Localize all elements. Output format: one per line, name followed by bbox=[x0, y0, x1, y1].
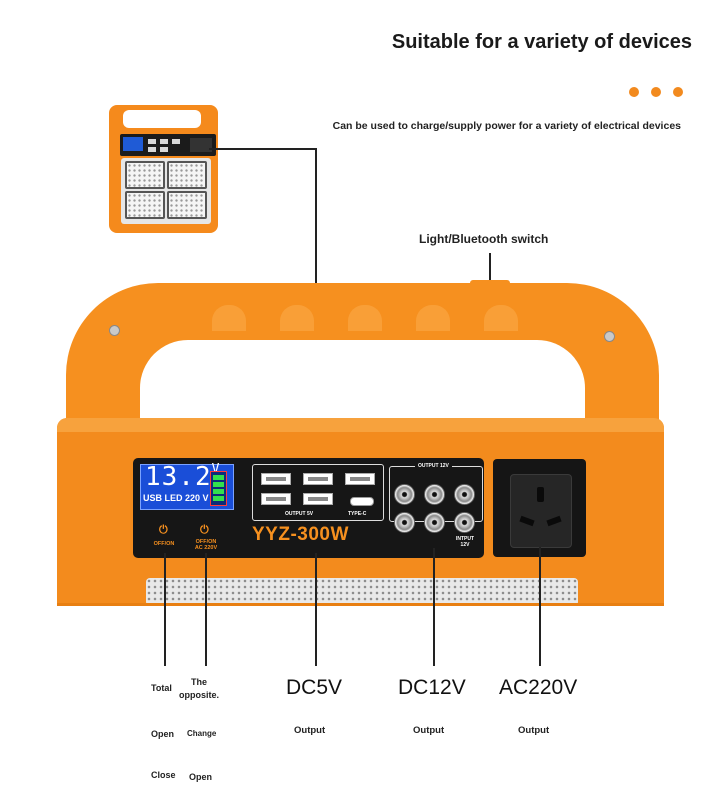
page-subtitle: Can be used to charge/supply power for a… bbox=[332, 120, 681, 132]
label-open: Open bbox=[189, 772, 213, 782]
dc-port[interactable] bbox=[454, 484, 475, 505]
light-bluetooth-switch[interactable] bbox=[470, 280, 510, 290]
ac-power-icon[interactable]: ⏻ bbox=[200, 524, 209, 536]
handle-grip bbox=[484, 305, 518, 331]
usb-port[interactable] bbox=[303, 473, 333, 485]
device-bottom-edge bbox=[57, 603, 664, 606]
label-close: Close bbox=[151, 770, 176, 780]
usb-port[interactable] bbox=[345, 473, 375, 485]
lcd-voltage: 13.2V bbox=[145, 462, 221, 492]
dc-output-label: OUTPUT 12V bbox=[415, 463, 452, 469]
device-rim bbox=[57, 418, 664, 432]
handle-grip bbox=[348, 305, 382, 331]
screw bbox=[109, 325, 120, 336]
leader-line bbox=[539, 547, 541, 666]
handle-grip bbox=[212, 305, 246, 331]
dc-port[interactable] bbox=[394, 484, 415, 505]
decor-dot bbox=[651, 87, 661, 97]
usb-port[interactable] bbox=[261, 493, 291, 505]
leader-line bbox=[164, 553, 166, 666]
dc-input-port[interactable] bbox=[454, 512, 475, 533]
dc-port[interactable] bbox=[424, 484, 445, 505]
label-output: Output bbox=[518, 725, 550, 736]
decor-dot bbox=[673, 87, 683, 97]
page-title: Suitable for a variety of devices bbox=[391, 31, 692, 53]
dc-port[interactable] bbox=[394, 512, 415, 533]
leader-line bbox=[433, 548, 435, 666]
typec-port[interactable] bbox=[350, 497, 374, 506]
power-button-label: OFF/ON bbox=[153, 541, 175, 547]
usb-port[interactable] bbox=[303, 493, 333, 505]
model-name: YYZ-300W bbox=[252, 524, 349, 545]
handle-grip bbox=[416, 305, 450, 331]
label-dc5v: DC5V bbox=[286, 676, 343, 699]
leader-line bbox=[489, 253, 491, 281]
handle-grip bbox=[280, 305, 314, 331]
power-icon[interactable]: ⏻ bbox=[159, 524, 168, 536]
usb-output-label: OUTPUT 5V bbox=[285, 511, 314, 517]
socket-slot bbox=[537, 487, 544, 502]
handle-opening bbox=[140, 340, 585, 430]
label-dc12v: DC12V bbox=[398, 676, 466, 699]
label-output: Output bbox=[413, 725, 445, 736]
typec-label: TYPE-C bbox=[348, 511, 367, 517]
label-output: Output bbox=[294, 725, 326, 736]
lcd-mode: USB LED 220 V bbox=[143, 493, 209, 503]
battery-icon bbox=[210, 471, 227, 506]
label-ac220v: AC220V bbox=[499, 676, 578, 699]
dc-port[interactable] bbox=[424, 512, 445, 533]
usb-output-group bbox=[252, 464, 384, 521]
label-total: Total bbox=[151, 683, 172, 693]
ac-socket[interactable] bbox=[510, 474, 572, 548]
usb-port[interactable] bbox=[261, 473, 291, 485]
label-open: Open bbox=[151, 729, 175, 739]
switch-label: Light/Bluetooth switch bbox=[419, 232, 549, 246]
label-change: Change bbox=[187, 729, 217, 738]
led-light-strip bbox=[146, 578, 578, 606]
leader-line bbox=[209, 148, 316, 150]
leader-line bbox=[315, 148, 317, 285]
leader-line bbox=[315, 553, 317, 666]
leader-line bbox=[205, 553, 207, 666]
decor-dot bbox=[629, 87, 639, 97]
screw bbox=[604, 331, 615, 342]
